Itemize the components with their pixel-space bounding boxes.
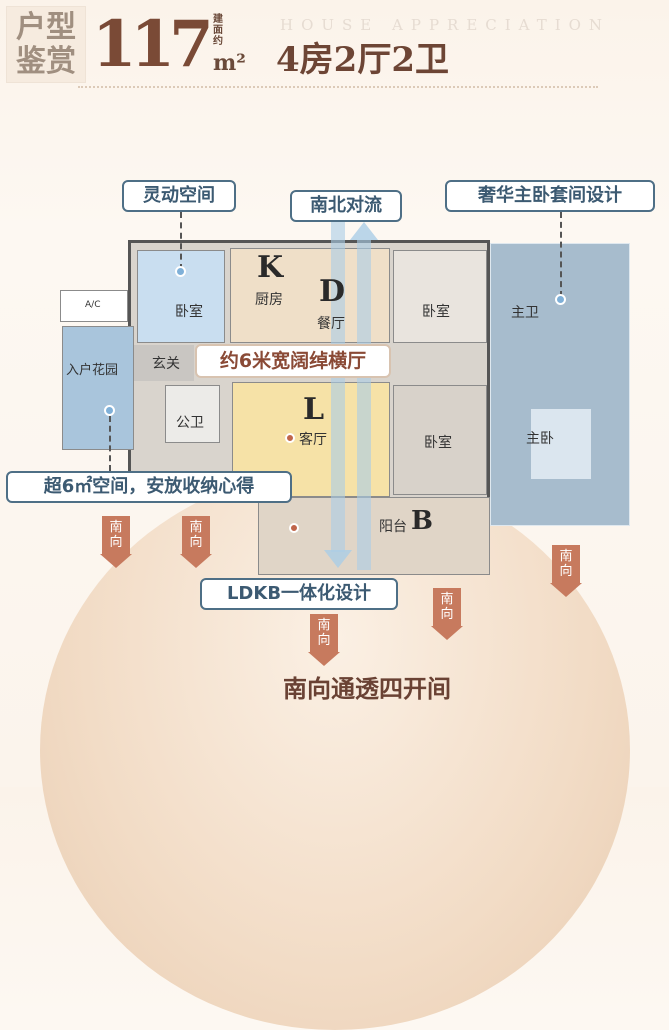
- master-bath-label: 主卫: [511, 305, 539, 321]
- south-label: 南向: [310, 614, 338, 652]
- kitchen-label: 厨房: [255, 292, 283, 308]
- bedroom-label: 卧室: [175, 304, 203, 320]
- bed-icon: [531, 409, 591, 479]
- bedroom-label: 卧室: [422, 304, 450, 320]
- balcony: 阳台 B: [258, 497, 490, 575]
- dining-label: 餐厅: [317, 316, 345, 332]
- living-dot: [285, 433, 295, 443]
- public-bath-label: 公卫: [176, 415, 204, 431]
- bedroom-2: 卧室: [393, 250, 487, 343]
- south-arrow-icon: 南向: [180, 516, 212, 568]
- pointer-line: [560, 212, 562, 297]
- south-arrow-icon: 南向: [550, 545, 582, 597]
- bedroom-3: 卧室: [393, 385, 487, 495]
- foyer-label: 玄关: [152, 356, 180, 372]
- footer-title: 南向通透四开间: [283, 675, 451, 703]
- south-arrow-icon: 南向: [100, 516, 132, 568]
- bedroom-label: 卧室: [424, 435, 452, 451]
- airflow-down: [331, 222, 345, 552]
- callout-ventilation: 南北对流: [290, 190, 402, 222]
- section-title: 户型鉴赏: [6, 6, 86, 83]
- callout-ldkb: LDKB一体化设计: [200, 578, 398, 610]
- airflow-down-arrow-icon: [324, 550, 352, 568]
- south-arrow-icon: 南向: [308, 614, 340, 666]
- balcony-label: 阳台: [379, 519, 407, 535]
- english-title: HOUSE APPRECIATION: [280, 16, 611, 34]
- layout-title: 4房2厅2卫: [276, 40, 449, 80]
- balcony-dot: [289, 523, 299, 533]
- south-label: 南向: [433, 588, 461, 626]
- balcony-letter: B: [411, 506, 433, 536]
- dining-letter: D: [319, 274, 346, 309]
- kitchen-letter: K: [257, 250, 284, 285]
- master-bedroom-label: 主卧: [526, 431, 554, 447]
- entry-garden: 入户花园: [62, 326, 134, 450]
- south-label: 南向: [102, 516, 130, 554]
- living-label: 客厅: [299, 432, 327, 448]
- pointer-line: [180, 212, 182, 270]
- master-suite: 主卫 主卧: [490, 243, 630, 526]
- pointer-dot: [104, 405, 115, 416]
- south-label: 南向: [182, 516, 210, 554]
- pointer-line: [109, 416, 111, 471]
- area-prefix: 建面约: [213, 14, 223, 47]
- callout-wide-hall: 约6米宽阔绰横厅: [195, 344, 391, 378]
- airflow-up: [357, 240, 371, 570]
- callout-master-suite: 奢华主卧套间设计: [445, 180, 655, 212]
- callout-flexible: 灵动空间: [122, 180, 236, 212]
- pointer-dot: [175, 266, 186, 277]
- foyer: 玄关: [134, 345, 194, 381]
- area-unit: m²: [213, 50, 246, 76]
- ac-label: A/C: [85, 300, 101, 310]
- divider: [78, 86, 598, 88]
- south-arrow-icon: 南向: [431, 588, 463, 640]
- south-label: 南向: [552, 545, 580, 583]
- callout-storage: 超6㎡空间，安放收纳心得: [6, 471, 292, 503]
- airflow-up-arrow-icon: [350, 222, 378, 240]
- public-bath: 公卫: [165, 385, 220, 443]
- pointer-dot: [555, 294, 566, 305]
- living-letter: L: [303, 392, 325, 427]
- ac-unit: A/C: [60, 290, 128, 322]
- area-number: 117: [92, 7, 214, 82]
- entry-garden-label: 入户花园: [66, 363, 119, 378]
